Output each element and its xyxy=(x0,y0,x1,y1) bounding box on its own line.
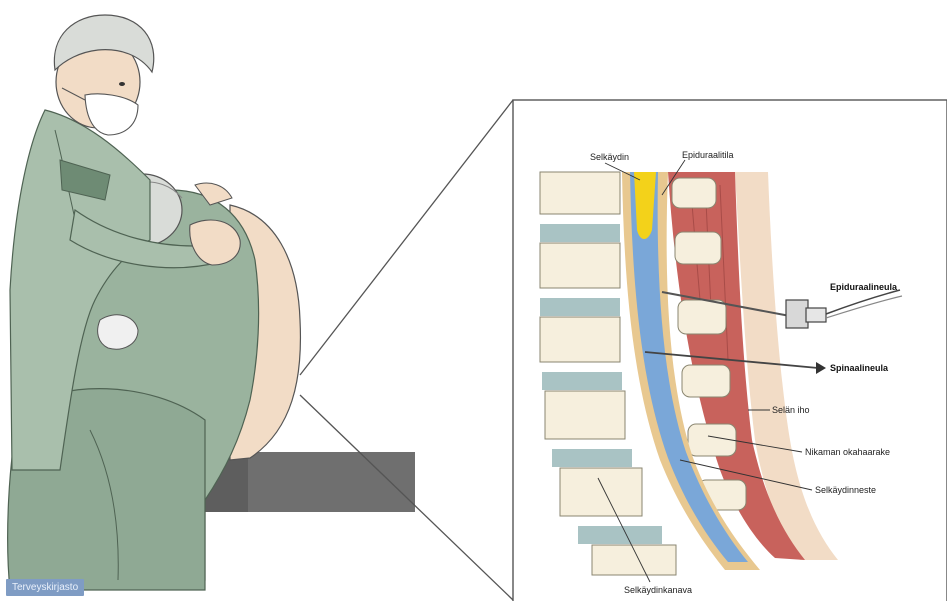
face-mask xyxy=(85,94,138,135)
label-spinous-process: Nikaman okahaarake xyxy=(805,447,890,457)
label-epidural-needle: Epiduraalineula xyxy=(830,282,898,292)
label-spinal-canal: Selkäydinkanava xyxy=(624,585,692,595)
label-spinal-fluid: Selkäydinneste xyxy=(815,485,876,495)
patient-scene xyxy=(8,15,415,590)
spine-inset: Selkäydin Epiduraalitila Epiduraalineula… xyxy=(513,100,947,601)
source-badge: Terveyskirjasto xyxy=(6,579,84,596)
label-epidural-space: Epiduraalitila xyxy=(682,150,734,160)
label-spinal-needle: Spinaalineula xyxy=(830,363,889,373)
label-spinal-cord: Selkäydin xyxy=(590,152,629,162)
zoom-line-top xyxy=(300,100,513,375)
label-back-skin: Selän iho xyxy=(772,405,810,415)
